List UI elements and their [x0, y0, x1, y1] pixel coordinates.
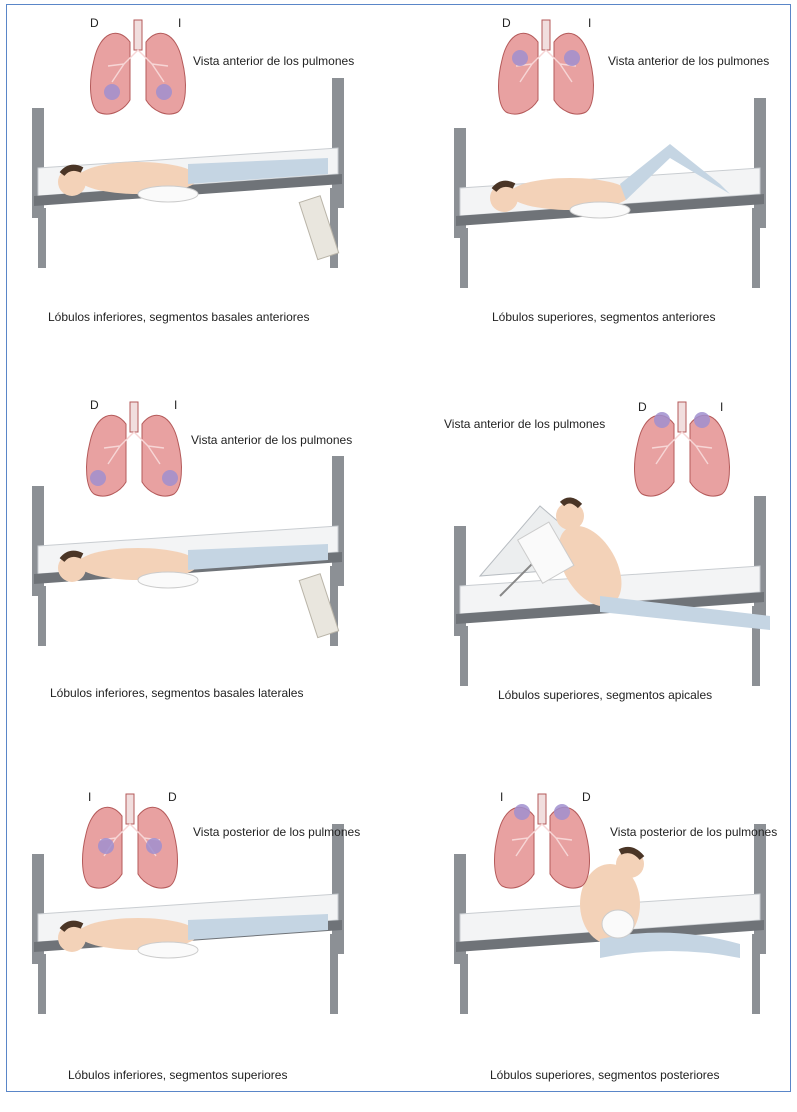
panel-superior-inferior: I D Vista posterior de los pulmones Lóbu…: [8, 744, 406, 1112]
lung-left-letter: D: [502, 16, 511, 30]
lung-right: [690, 415, 729, 496]
pillow: [602, 910, 634, 938]
lung-right: [146, 33, 185, 114]
bed-footboard: [332, 456, 344, 586]
pillow: [138, 572, 198, 588]
lung-right-letter: I: [178, 16, 181, 30]
lung-right: [550, 807, 589, 888]
panel-anterior-superior: D I Vista anterior de los pulmones Lóbul…: [400, 8, 797, 376]
pillow: [138, 942, 198, 958]
lung-right-letter: I: [588, 16, 591, 30]
bed-footboard: [754, 824, 766, 954]
lung-left: [499, 33, 538, 114]
lung-left-letter: D: [90, 398, 99, 412]
lung-left: [87, 415, 126, 496]
target-segment-dot: [104, 84, 120, 100]
target-segment-dot: [654, 412, 670, 428]
lung-left-letter: D: [90, 16, 99, 30]
bed-footboard: [754, 98, 766, 228]
target-segment-dot: [554, 804, 570, 820]
target-segment-dot: [512, 50, 528, 66]
view-label: Vista anterior de los pulmones: [444, 417, 605, 431]
lungs-diagram: [87, 402, 182, 496]
bed-footboard: [754, 496, 766, 626]
panel-illustration: [400, 744, 797, 1096]
view-label: Vista anterior de los pulmones: [193, 54, 354, 68]
panel-caption: Lóbulos superiores, segmentos posteriore…: [490, 1068, 719, 1082]
lung-left: [495, 807, 534, 888]
panel-posterior: I D Vista posterior de los pulmones Lóbu…: [400, 744, 797, 1112]
lung-left-letter: I: [88, 790, 91, 804]
target-segment-dot: [98, 838, 114, 854]
bed-footboard: [332, 78, 344, 208]
target-segment-dot: [90, 470, 106, 486]
lung-left: [635, 415, 674, 496]
trachea: [542, 20, 550, 50]
trachea: [126, 794, 134, 824]
target-segment-dot: [146, 838, 162, 854]
panel-apical: D I Vista anterior de los pulmones Lóbul…: [400, 376, 797, 744]
panel-caption: Lóbulos superiores, segmentos apicales: [498, 688, 712, 702]
lung-left-letter: I: [500, 790, 503, 804]
panel-caption: Lóbulos inferiores, segmentos basales an…: [48, 310, 309, 324]
target-segment-dot: [156, 84, 172, 100]
trachea: [538, 794, 546, 824]
lungs-diagram: [91, 20, 186, 114]
view-label: Vista anterior de los pulmones: [608, 54, 769, 68]
pillow: [570, 202, 630, 218]
view-label: Vista anterior de los pulmones: [191, 433, 352, 447]
bed-footboard: [332, 824, 344, 954]
view-label: Vista posterior de los pulmones: [193, 825, 360, 839]
lung-left-letter: D: [638, 400, 647, 414]
lung-right-letter: I: [174, 398, 177, 412]
panel-basal-anterior: D I Vista anterior de los pulmones Lóbul…: [8, 8, 406, 376]
target-segment-dot: [514, 804, 530, 820]
panel-illustration: [8, 744, 406, 1096]
lungs-diagram: [83, 794, 178, 888]
view-label: Vista posterior de los pulmones: [610, 825, 777, 839]
lungs-diagram: [495, 794, 590, 888]
lung-right: [554, 33, 593, 114]
trachea: [130, 402, 138, 432]
panel-caption: Lóbulos superiores, segmentos anteriores: [492, 310, 715, 324]
trachea: [134, 20, 142, 50]
target-segment-dot: [162, 470, 178, 486]
target-segment-dot: [564, 50, 580, 66]
lung-right-letter: D: [582, 790, 591, 804]
lung-right-letter: D: [168, 790, 177, 804]
panel-caption: Lóbulos inferiores, segmentos basales la…: [50, 686, 303, 700]
lungs-diagram: [635, 402, 730, 496]
lungs-diagram: [499, 20, 594, 114]
panel-caption: Lóbulos inferiores, segmentos superiores: [68, 1068, 287, 1082]
pillow: [138, 186, 198, 202]
trachea: [678, 402, 686, 432]
lung-left: [91, 33, 130, 114]
target-segment-dot: [694, 412, 710, 428]
lung-right: [142, 415, 181, 496]
panel-basal-lateral: D I Vista anterior de los pulmones Lóbul…: [8, 376, 406, 744]
lung-right-letter: I: [720, 400, 723, 414]
